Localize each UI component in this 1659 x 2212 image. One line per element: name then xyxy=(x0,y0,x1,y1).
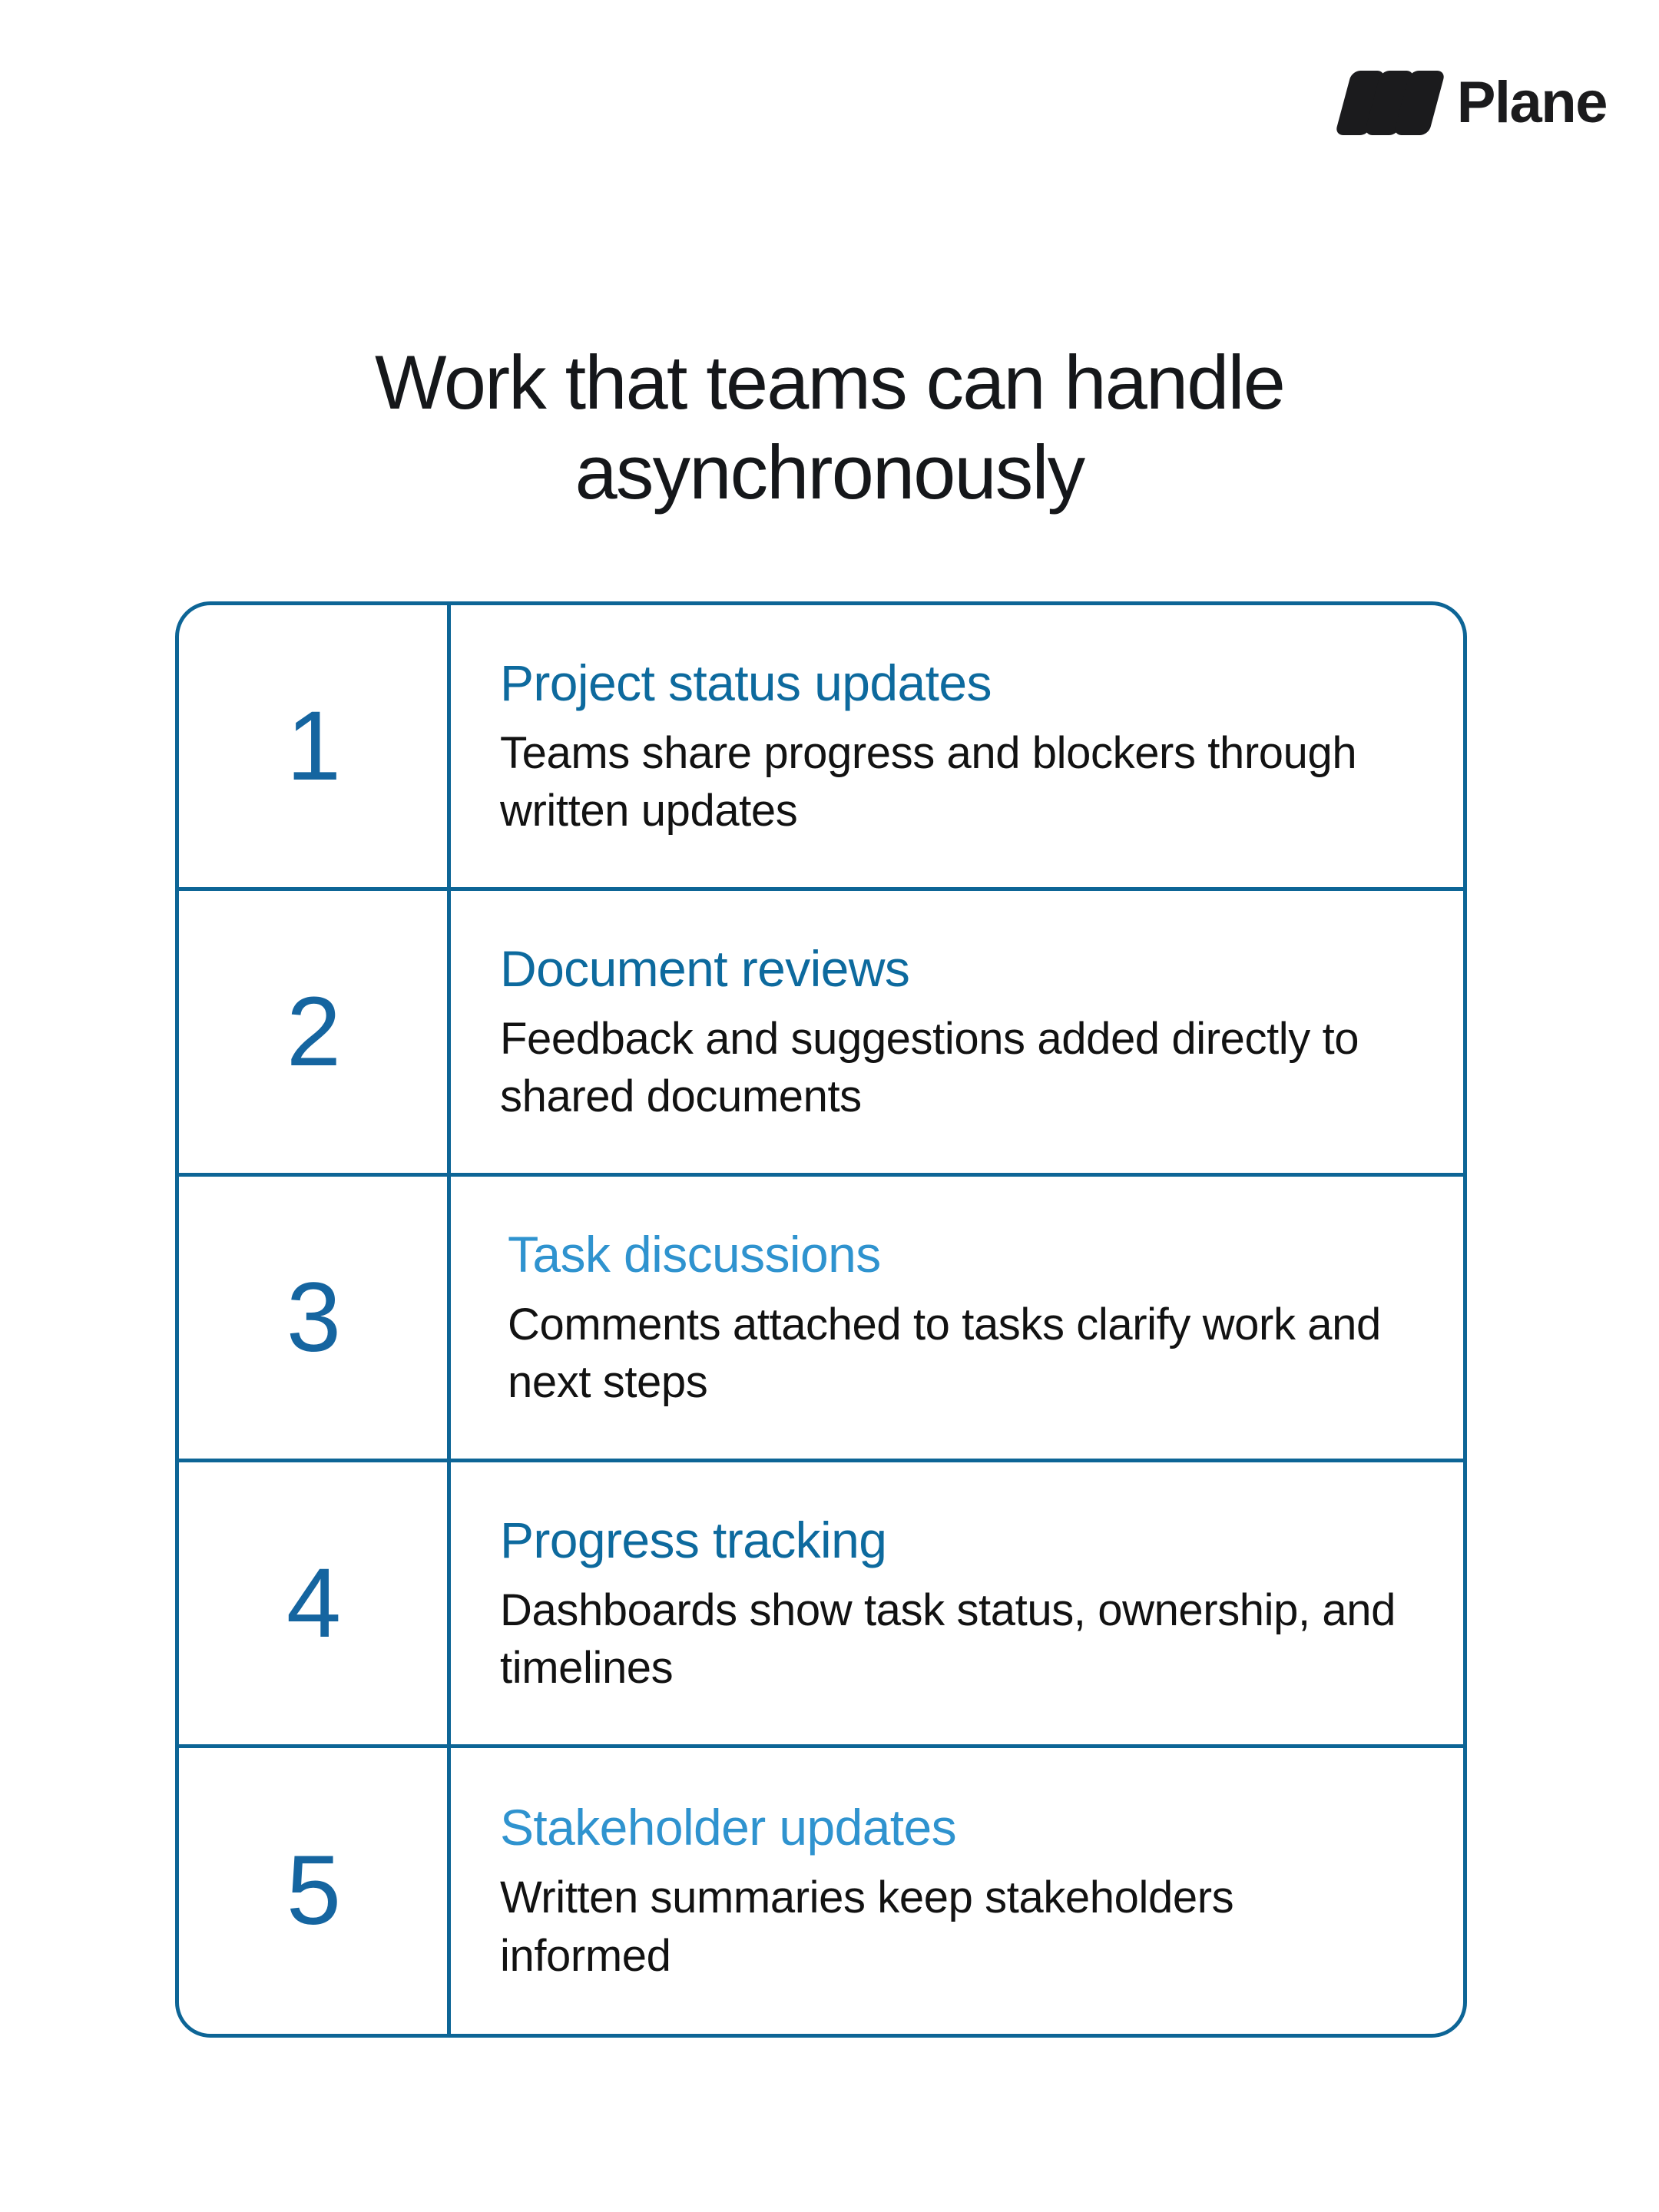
row-number: 1 xyxy=(286,690,341,801)
table-row: 5 Stakeholder updates Written summaries … xyxy=(179,1748,1463,2034)
row-description: Teams share progress and blockers throug… xyxy=(500,727,1357,836)
table-row: 1 Project status updates Teams share pro… xyxy=(179,605,1463,891)
page-title-line-2: asynchronously xyxy=(575,429,1085,515)
row-content-cell: Progress tracking Dashboards show task s… xyxy=(451,1462,1463,1744)
row-number: 3 xyxy=(286,1262,341,1373)
row-number-cell: 3 xyxy=(179,1177,451,1459)
row-heading: Project status updates xyxy=(500,654,992,711)
page-title: Work that teams can handle asynchronousl… xyxy=(0,338,1659,518)
row-heading: Document reviews xyxy=(500,939,910,997)
row-number-cell: 4 xyxy=(179,1462,451,1744)
row-number: 5 xyxy=(286,1836,341,1945)
table-row: 4 Progress tracking Dashboards show task… xyxy=(179,1462,1463,1748)
row-description: Dashboards show task status, ownership, … xyxy=(500,1584,1396,1694)
row-content-cell: Task discussions Comments attached to ta… xyxy=(451,1177,1463,1459)
row-description: Comments attached to tasks clarify work … xyxy=(508,1299,1381,1408)
row-number-cell: 5 xyxy=(179,1748,451,2034)
row-number: 2 xyxy=(286,976,341,1087)
row-heading: Progress tracking xyxy=(500,1511,887,1568)
row-description: Feedback and suggestions added directly … xyxy=(500,1013,1359,1122)
row-description: Written summaries keep stakeholders info… xyxy=(500,1873,1234,1981)
row-number: 4 xyxy=(286,1548,341,1658)
row-heading: Task discussions xyxy=(508,1225,881,1283)
row-content-cell: Document reviews Feedback and suggestion… xyxy=(451,891,1463,1173)
brand-logo: Plane xyxy=(1334,70,1608,135)
page-title-line-1: Work that teams can handle xyxy=(374,339,1286,426)
row-heading: Stakeholder updates xyxy=(500,1799,957,1856)
row-content-cell: Stakeholder updates Written summaries ke… xyxy=(451,1748,1463,2034)
brand-wordmark: Plane xyxy=(1456,70,1608,135)
table-row: 2 Document reviews Feedback and suggesti… xyxy=(179,891,1463,1177)
row-content-cell: Project status updates Teams share progr… xyxy=(451,605,1463,887)
numbered-list-table: 1 Project status updates Teams share pro… xyxy=(175,601,1467,2038)
plane-logo-mark-icon xyxy=(1334,71,1445,135)
row-number-cell: 1 xyxy=(179,605,451,887)
table-row: 3 Task discussions Comments attached to … xyxy=(179,1177,1463,1462)
row-number-cell: 2 xyxy=(179,891,451,1173)
